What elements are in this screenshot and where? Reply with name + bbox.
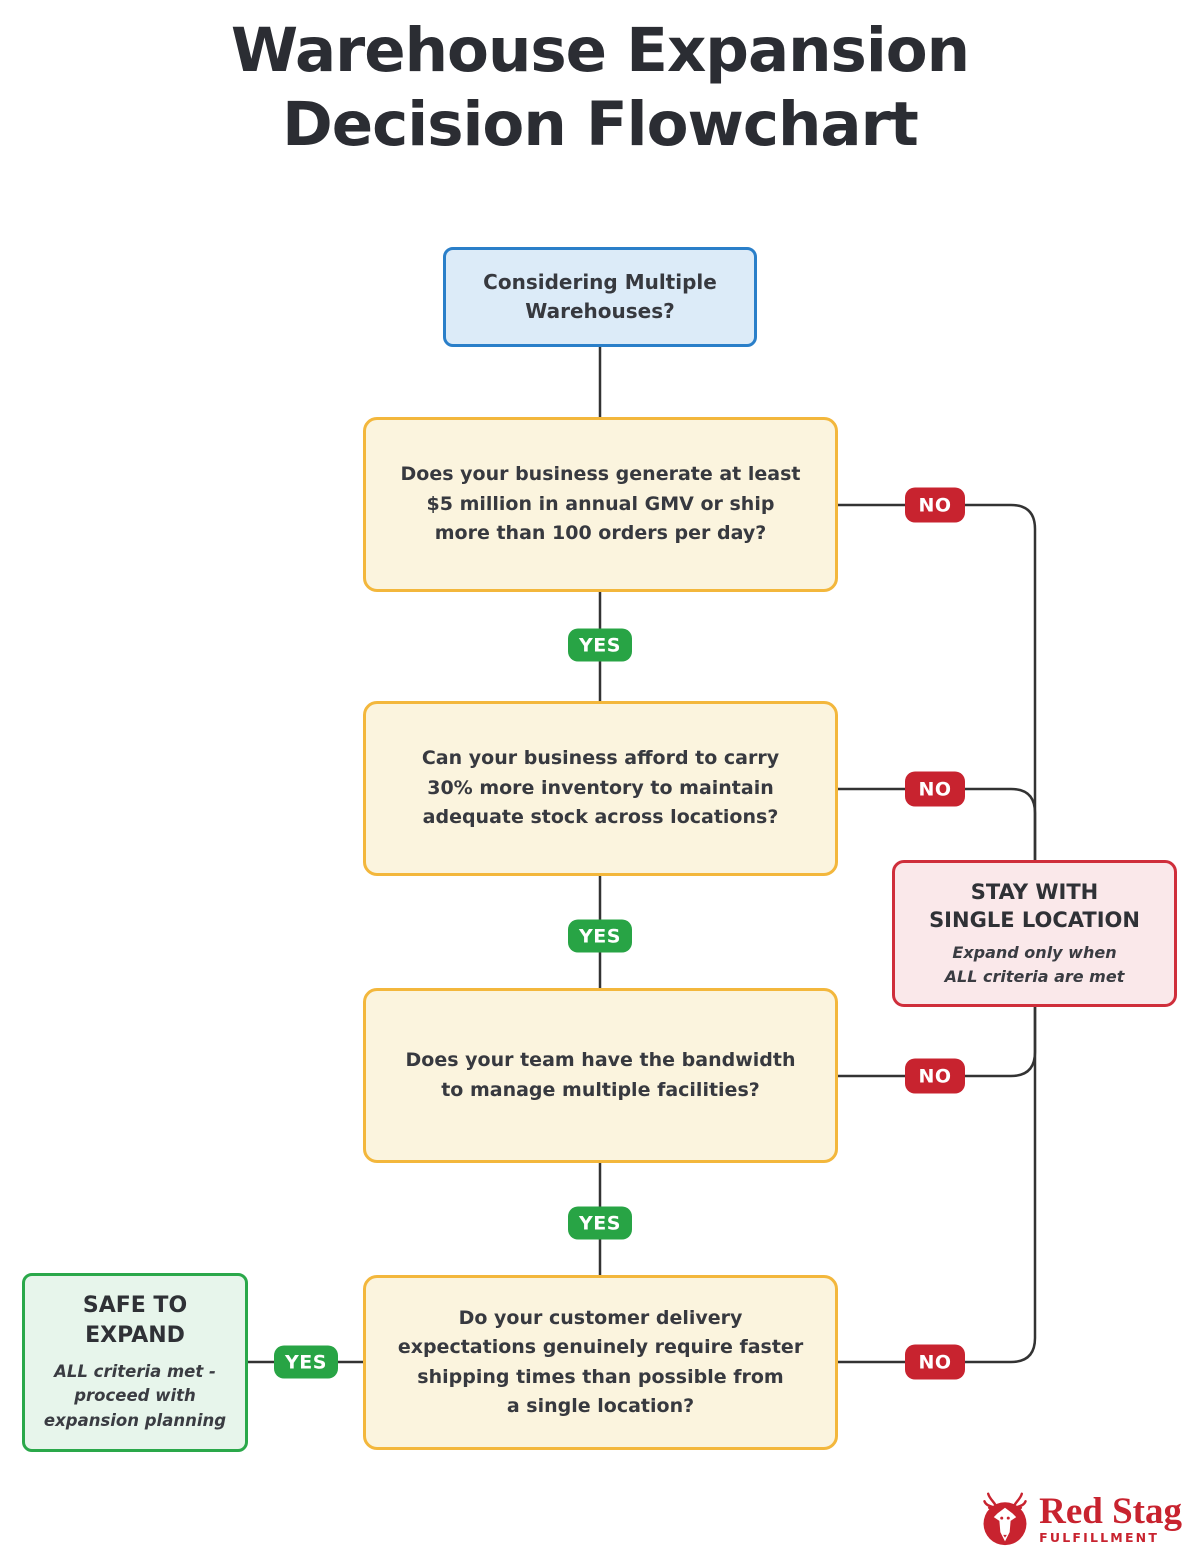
outcome-expand-title: SAFE TO EXPAND xyxy=(82,1293,188,1348)
question-1-text: Does your business generate at least $5 … xyxy=(400,463,801,545)
question-node-1: Does your business generate at least $5 … xyxy=(363,417,838,592)
question-3-text: Does your team have the bandwidth to man… xyxy=(405,1049,796,1101)
outcome-stay-node: STAY WITH SINGLE LOCATION Expand only wh… xyxy=(892,860,1177,1007)
yes-badge-2: YES xyxy=(568,919,632,953)
question-node-2: Can your business afford to carry 30% mo… xyxy=(363,701,838,876)
outcome-expand-node: SAFE TO EXPAND ALL criteria met - procee… xyxy=(22,1273,248,1452)
page-title: Warehouse Expansion Decision Flowchart xyxy=(230,15,970,161)
connector-q1-no-to-stay xyxy=(836,503,1037,862)
outcome-expand-subtitle: ALL criteria met - proceed with expansio… xyxy=(43,1361,227,1431)
question-node-3: Does your team have the bandwidth to man… xyxy=(363,988,838,1163)
yes-badge-1: YES xyxy=(568,628,632,662)
connector-q2-no-to-stay xyxy=(836,787,1037,862)
no-badge-3: NO xyxy=(905,1058,965,1094)
redstag-logo: Red Stag FULFILLMENT xyxy=(977,1489,1182,1549)
no-badge-1: NO xyxy=(905,487,965,523)
no-badge-4: NO xyxy=(905,1344,965,1380)
stag-icon xyxy=(983,1492,1027,1546)
question-4-text: Do your customer delivery expectations g… xyxy=(397,1306,804,1417)
logo-subtext: FULFILLMENT xyxy=(1039,1530,1160,1546)
start-node-text: Considering Multiple Warehouses? xyxy=(483,270,717,323)
connector-q4-no-to-stay xyxy=(836,1005,1037,1364)
question-2-text: Can your business afford to carry 30% mo… xyxy=(421,747,780,829)
no-badge-2: NO xyxy=(905,771,965,807)
logo-wordmark: Red Stag xyxy=(1039,1491,1182,1533)
start-node: Considering Multiple Warehouses? xyxy=(443,247,757,347)
outcome-stay-title: STAY WITH SINGLE LOCATION xyxy=(929,879,1140,932)
question-node-4: Do your customer delivery expectations g… xyxy=(363,1275,838,1450)
logo-text: Red Stag FULFILLMENT xyxy=(1039,1493,1182,1545)
outcome-stay-subtitle: Expand only when ALL criteria are met xyxy=(944,943,1125,987)
yes-badge-expand: YES xyxy=(274,1345,338,1379)
yes-badge-3: YES xyxy=(568,1206,632,1240)
